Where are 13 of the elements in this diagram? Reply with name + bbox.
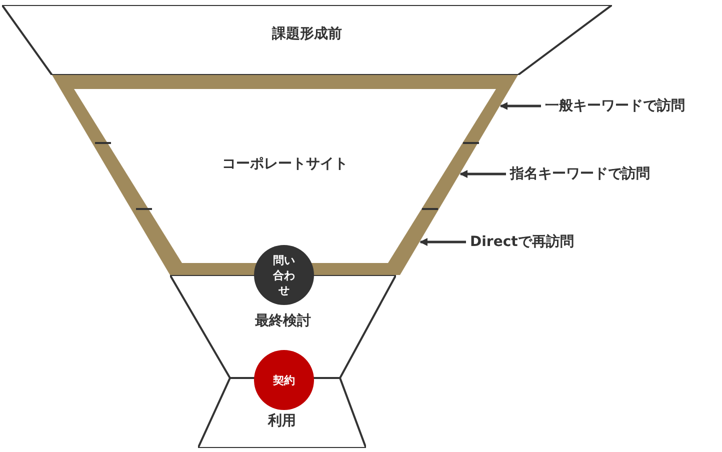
arrow	[500, 102, 541, 110]
milestone-label: 問い合わせ	[272, 252, 296, 298]
arrow	[419, 238, 466, 246]
annotation-text: Directで再訪問	[470, 233, 574, 251]
annotation-text: 指名キーワードで訪問	[510, 165, 650, 183]
funnel-stage	[2, 5, 612, 75]
annotation-text: 一般キーワードで訪問	[545, 97, 685, 115]
stage-label: 利用	[266, 412, 297, 430]
stage-label: コーポレートサイト	[221, 155, 349, 173]
arrow	[460, 170, 506, 178]
milestone-label: 契約	[273, 372, 295, 388]
stage-label: 課題形成前	[270, 25, 343, 43]
stage-label: 最終検討	[254, 312, 312, 330]
